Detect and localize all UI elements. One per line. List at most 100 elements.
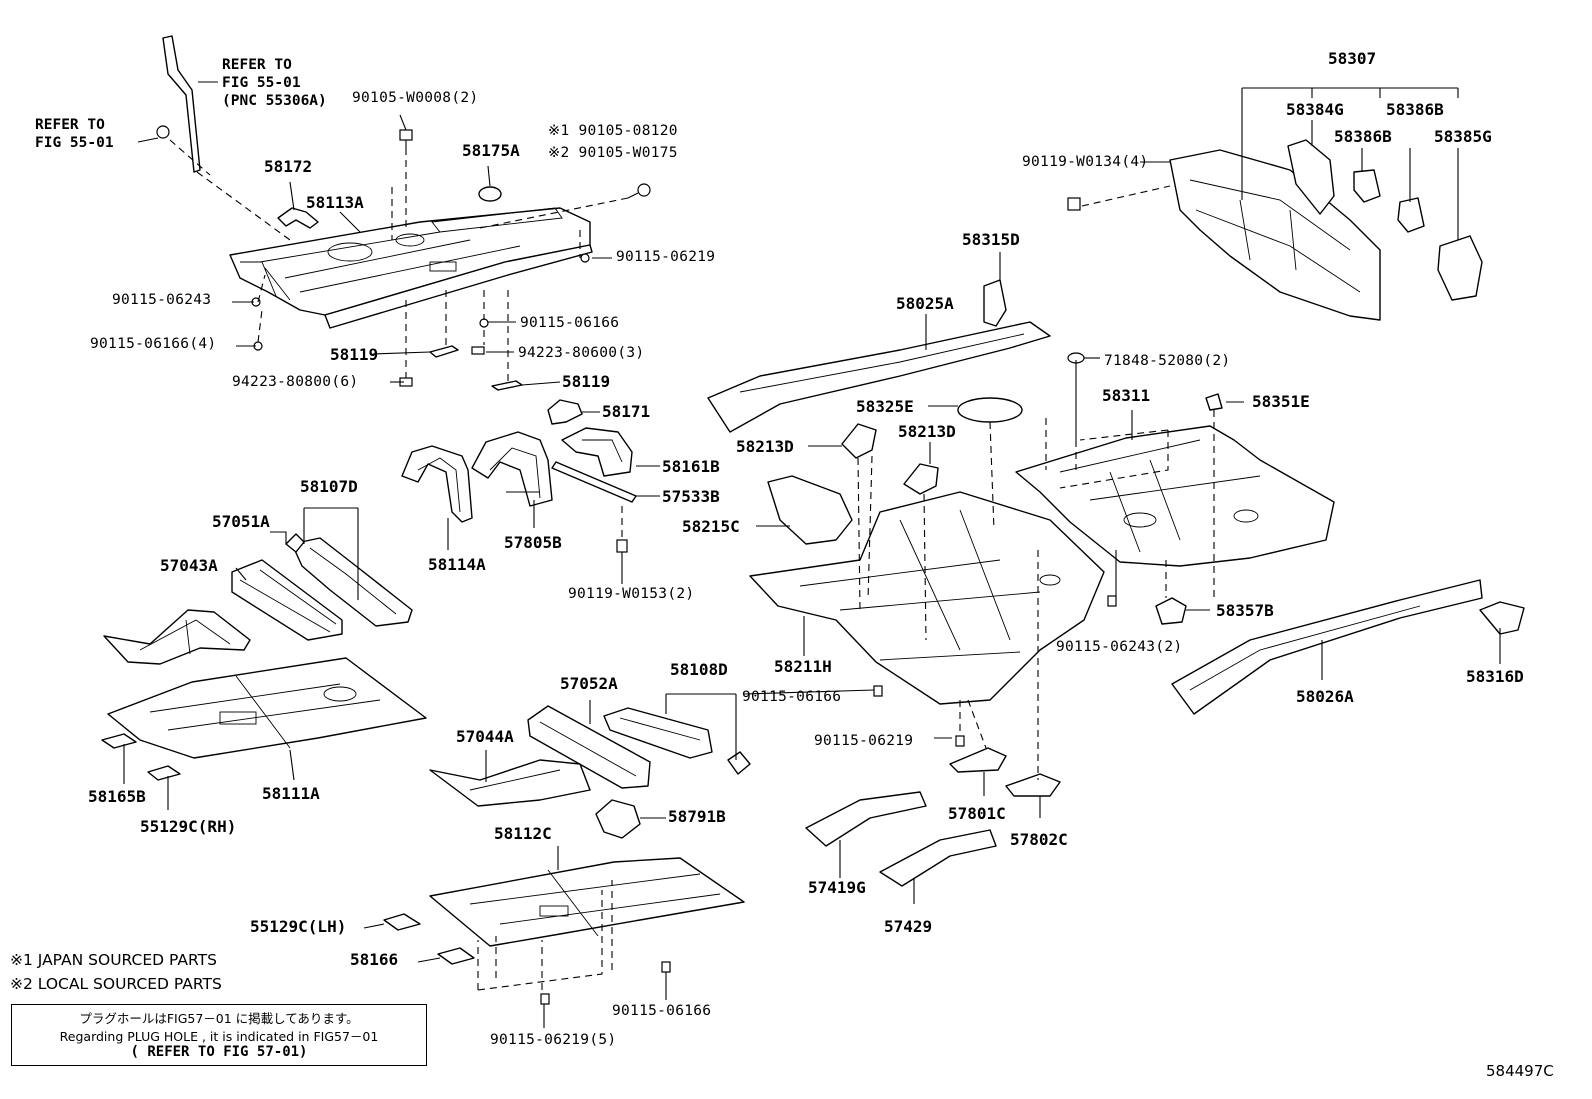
part-label[interactable]: 57533B — [662, 487, 720, 506]
reference-line: REFER TO — [35, 117, 105, 133]
part-label[interactable]: 58311 — [1102, 386, 1151, 405]
dashed-leaders-top-left — [169, 139, 629, 413]
clip-58119-part-a — [429, 345, 459, 358]
part-label[interactable]: 58175A — [462, 141, 520, 160]
part-label[interactable]: 90115-06166 — [612, 1003, 712, 1019]
notice-line-reference: ( REFER TO FIG 57-01) — [130, 1044, 308, 1060]
part-label[interactable]: 94223-80800(6) — [232, 374, 359, 390]
part-label[interactable]: 90119-W0153(2) — [568, 586, 695, 602]
part-label[interactable]: 90119-W0134(4) — [1022, 154, 1149, 170]
pad-58166-part — [437, 947, 475, 965]
part-label[interactable]: 58211H — [774, 657, 832, 676]
part-label[interactable]: 90115-06166 — [520, 315, 620, 331]
part-label[interactable]: 90105-W0008(2) — [352, 90, 479, 106]
part-label[interactable]: 90115-06219 — [616, 249, 716, 265]
footnote-marker-1: ※1 90105-08120 — [548, 123, 678, 139]
part-label[interactable]: 57802C — [1010, 830, 1068, 849]
plug-58325e-part — [957, 397, 1023, 423]
pad-58165b-part — [101, 733, 137, 749]
panel-58384g-part — [1287, 139, 1335, 215]
part-label[interactable]: 94223-80600(3) — [518, 345, 645, 361]
part-label[interactable]: 58215C — [682, 517, 740, 536]
bracket-57052a-part — [527, 705, 651, 789]
part-label[interactable]: 58172 — [264, 157, 313, 176]
plug-58175a-part — [478, 186, 502, 202]
part-label[interactable]: 58386B — [1334, 127, 1392, 146]
rail-58026a-part — [1171, 579, 1483, 715]
part-label[interactable]: 57805B — [504, 533, 562, 552]
part-label[interactable]: 90115-06243(2) — [1056, 639, 1183, 655]
extension-58107d-part — [285, 533, 413, 627]
legend-japan-sourced: ※1 JAPAN SOURCED PARTS — [10, 951, 217, 969]
bar-57533b-part — [551, 461, 637, 503]
part-label[interactable]: 58026A — [1296, 687, 1354, 706]
part-label[interactable]: 58111A — [262, 784, 320, 803]
bracket-58213d-part-b — [903, 463, 939, 495]
part-label[interactable]: 57429 — [884, 917, 933, 936]
reinforcement-57043a-part — [103, 609, 251, 665]
part-label[interactable]: 55129C(RH) — [140, 817, 237, 836]
reference-line: REFER TO — [222, 57, 292, 73]
brace-rod-part — [162, 35, 201, 173]
part-label[interactable]: 58357B — [1216, 601, 1274, 620]
footnote-marker-2: ※2 90105-W0175 — [548, 145, 678, 161]
part-label[interactable]: 58025A — [896, 294, 954, 313]
part-label[interactable]: 58385G — [1434, 127, 1492, 146]
bracket-58351e-part — [1205, 393, 1223, 411]
part-label[interactable]: 57052A — [560, 674, 618, 693]
part-label[interactable]: 58386B — [1386, 100, 1444, 119]
part-label[interactable]: 57044A — [456, 727, 514, 746]
part-label[interactable]: 58119 — [330, 345, 379, 364]
part-label[interactable]: 58791B — [668, 807, 726, 826]
part-label[interactable]: 58213D — [898, 422, 956, 441]
part-label[interactable]: 90115-06219 — [814, 733, 914, 749]
part-label[interactable]: 58307 — [1328, 49, 1377, 68]
part-label[interactable]: 58384G — [1286, 100, 1344, 119]
part-label[interactable]: 90115-06166 — [742, 689, 842, 705]
bolt-90119-w0153-icon — [616, 539, 628, 553]
dashed-frame-58112c — [477, 880, 613, 991]
part-label[interactable]: 58165B — [88, 787, 146, 806]
part-label[interactable]: 58107D — [300, 477, 358, 496]
bolt-90119-w0134-icon — [1067, 197, 1081, 211]
part-label[interactable]: 58171 — [602, 402, 651, 421]
part-label[interactable]: 90115-06219(5) — [490, 1032, 617, 1048]
part-label[interactable]: 58325E — [856, 397, 914, 416]
extension-58108d-part — [603, 707, 751, 775]
reference-note-fig-55-01-b: REFER TO FIG 55-01 — [35, 116, 114, 152]
part-label[interactable]: 71848-52080(2) — [1104, 353, 1231, 369]
part-label[interactable]: 58114A — [428, 555, 486, 574]
bracket-58171-part — [547, 399, 583, 425]
part-label[interactable]: 58108D — [670, 660, 728, 679]
member-57429-part — [879, 829, 997, 887]
part-label[interactable]: 58113A — [306, 193, 364, 212]
part-label[interactable]: 58161B — [662, 457, 720, 476]
part-label[interactable]: 58119 — [562, 372, 611, 391]
part-label[interactable]: 58351E — [1252, 392, 1310, 411]
part-label[interactable]: 58112C — [494, 824, 552, 843]
legend-local-sourced: ※2 LOCAL SOURCED PARTS — [10, 975, 222, 993]
part-label[interactable]: 58166 — [350, 950, 399, 969]
part-label[interactable]: 57043A — [160, 556, 218, 575]
part-label[interactable]: 58315D — [962, 230, 1020, 249]
pad-55129c-rh-part — [147, 765, 181, 781]
front-floor-pan-part — [229, 207, 593, 329]
bracket-57051a-part — [231, 559, 343, 641]
reference-line: (PNC 55306A) — [222, 93, 327, 109]
part-label[interactable]: 57051A — [212, 512, 270, 531]
part-label[interactable]: 90115-06166(4) — [90, 336, 217, 352]
leader-lines — [123, 81, 1501, 1028]
rear-floor-pan-58311-part — [1015, 425, 1335, 567]
part-label[interactable]: 55129C(LH) — [250, 917, 347, 936]
part-label[interactable]: 90115-06243 — [112, 292, 212, 308]
dash-panel-58307-part — [1169, 149, 1381, 321]
part-label[interactable]: 58213D — [736, 437, 794, 456]
part-label[interactable]: 58316D — [1466, 667, 1524, 686]
bolt-90115-06166-b-icon — [873, 685, 883, 697]
part-label[interactable]: 57801C — [948, 804, 1006, 823]
cross-member-58114a-part — [401, 445, 473, 523]
wheelhouse-58215c-part — [767, 475, 853, 545]
part-label[interactable]: 57419G — [808, 878, 866, 897]
bolt-90115-06219-5-icon — [540, 993, 550, 1005]
